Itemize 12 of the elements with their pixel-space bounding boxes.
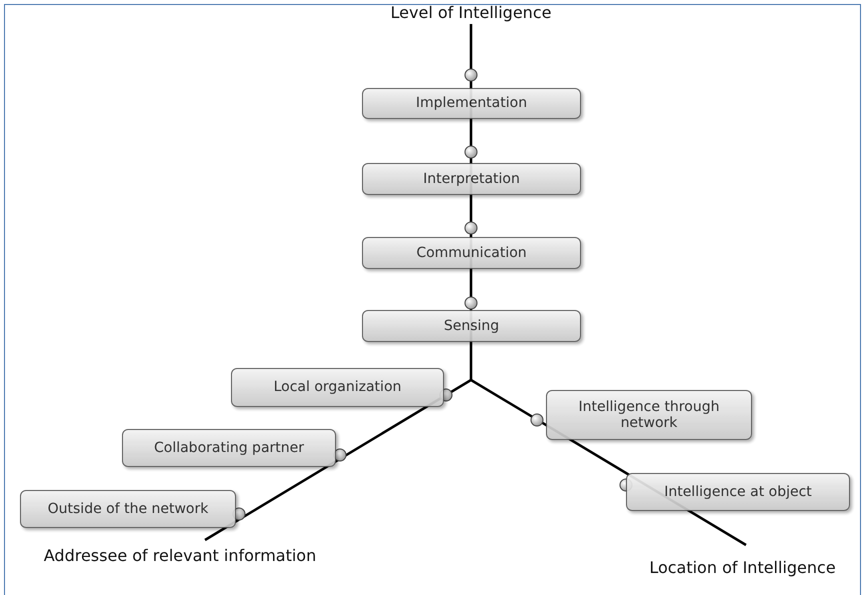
category-box: Collaborating partner (122, 429, 336, 467)
axis-title: Addressee of relevant information (42, 546, 318, 566)
category-box: Outside of the network (20, 490, 236, 528)
axis-title: Level of Intelligence (390, 3, 552, 23)
category-box: Communication (362, 237, 581, 269)
axis-title: Location of Intelligence (648, 558, 837, 578)
category-box: Implementation (362, 88, 581, 119)
category-box: Intelligence at object (626, 473, 850, 511)
category-box: Sensing (362, 310, 581, 342)
category-box: Intelligence through network (546, 390, 752, 440)
category-box: Interpretation (362, 163, 581, 195)
category-box: Local organization (231, 368, 444, 407)
